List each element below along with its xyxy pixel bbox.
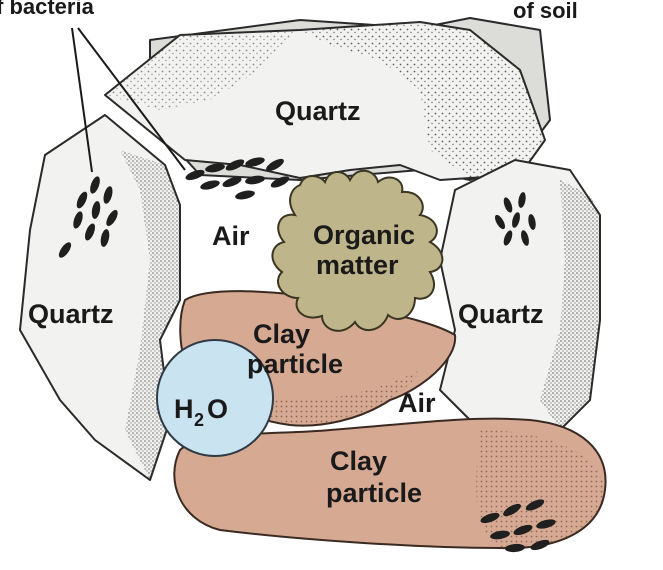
water-label-subscript: 2 (194, 410, 204, 430)
organic-matter-label-line1: Organic (313, 220, 415, 250)
organic-matter-label-line2: matter (316, 250, 399, 280)
air-left-label: Air (212, 221, 250, 251)
bacteria-label: f bacteria (0, 0, 95, 19)
air-bottom-label: Air (398, 388, 436, 418)
soil-label: of soil (513, 0, 578, 23)
quartz-left-label: Quartz (28, 299, 114, 329)
quartz-right-label: Quartz (458, 299, 544, 329)
clay-upper-label-line2: particle (247, 349, 343, 379)
water-label-h: H (174, 394, 194, 424)
clay-upper-label-line1: Clay (253, 319, 310, 349)
clay-lower-label-line1: Clay (330, 446, 387, 476)
quartz-top-label: Quartz (275, 96, 361, 126)
clay-lower-label-line2: particle (326, 478, 422, 508)
water-label-o: O (207, 394, 228, 424)
